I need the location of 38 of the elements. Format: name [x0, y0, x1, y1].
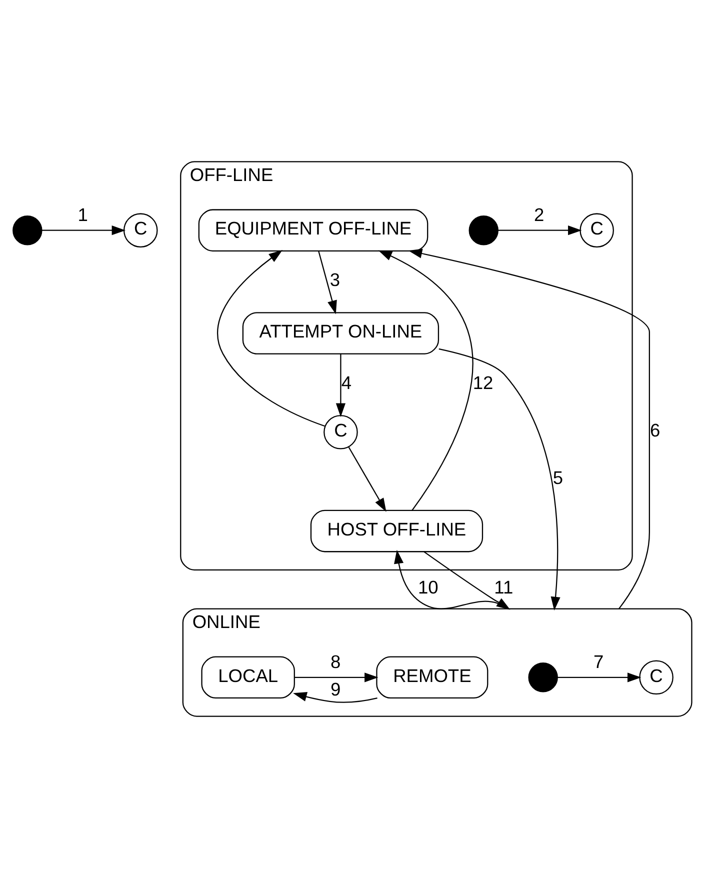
- edge-label: 11: [494, 576, 514, 598]
- node-box: HOST OFF-LINE: [310, 509, 484, 552]
- edge-label: 7: [593, 650, 604, 672]
- node-circle: [12, 214, 42, 245]
- edge-label: 8: [330, 650, 341, 672]
- arrow: [294, 672, 378, 682]
- arrow: [42, 225, 126, 235]
- node-circle: C: [580, 212, 614, 247]
- node-box: ATTEMPT ON-LINE: [242, 312, 440, 354]
- node-box: REMOTE: [376, 656, 488, 698]
- node-box: LOCAL: [201, 656, 295, 698]
- node-circle: C: [123, 212, 158, 247]
- arrow: [348, 446, 386, 512]
- arrow: [498, 225, 582, 235]
- node-circle: C: [639, 660, 674, 694]
- arrow: [336, 353, 346, 417]
- arrow: [318, 250, 337, 314]
- arrow: [557, 672, 642, 682]
- edge-label: 1: [78, 203, 88, 224]
- edge-label: 3: [330, 268, 340, 290]
- node-circle: [468, 214, 498, 245]
- arrow: [378, 250, 474, 510]
- arrow: [217, 250, 325, 426]
- edge-label: 6: [650, 418, 660, 440]
- edge-label: 2: [534, 203, 544, 224]
- edge-label: 12: [472, 372, 494, 393]
- edge-label: 9: [330, 678, 341, 699]
- node-circle: [528, 662, 558, 692]
- node-box: EQUIPMENT OFF-LINE: [198, 208, 428, 251]
- edge-label: 4: [341, 372, 352, 393]
- arrow: [424, 550, 510, 610]
- arrow: [438, 348, 560, 610]
- edge-label: 5: [552, 466, 564, 488]
- edge-label: 10: [418, 576, 438, 598]
- arrow: [394, 549, 510, 609]
- node-circle: C: [324, 414, 358, 449]
- arrow: [408, 248, 650, 609]
- arrow: [293, 692, 378, 702]
